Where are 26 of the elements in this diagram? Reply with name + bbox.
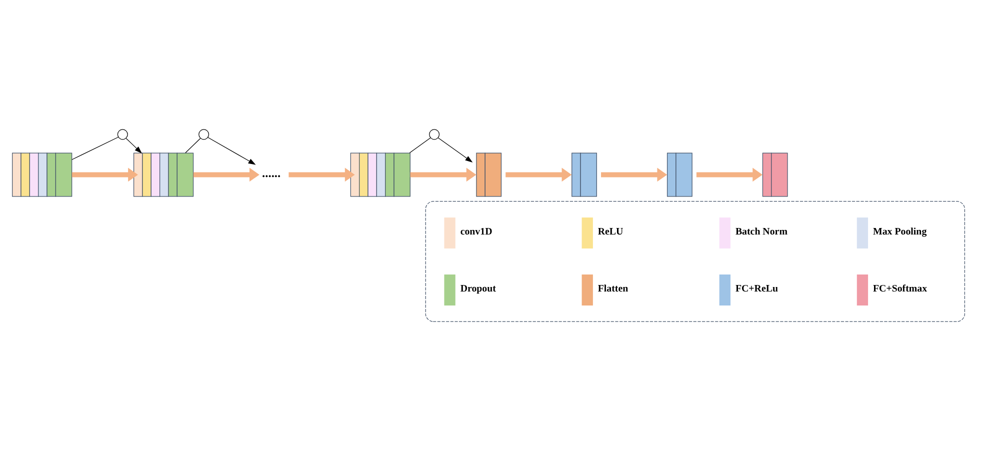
connector bbox=[185, 138, 201, 154]
connector bbox=[409, 137, 431, 154]
arrow bbox=[193, 168, 260, 182]
arrow bbox=[506, 168, 572, 182]
legend-label: ReLU bbox=[598, 226, 624, 238]
arrow bbox=[126, 138, 142, 154]
node-circle bbox=[198, 129, 210, 140]
arrow bbox=[410, 168, 476, 182]
legend-label: Batch Norm bbox=[735, 226, 788, 238]
node-box bbox=[425, 201, 966, 322]
legend-label: Max Pooling bbox=[873, 226, 927, 238]
arrow bbox=[601, 168, 668, 182]
arrow bbox=[208, 137, 256, 165]
node-circle bbox=[117, 129, 128, 140]
arrow bbox=[696, 168, 763, 182]
legend-label: conv1D bbox=[460, 226, 492, 238]
legend-label: FC+Softmax bbox=[873, 284, 928, 295]
node-text: ...... bbox=[262, 166, 281, 180]
arrow bbox=[72, 168, 138, 182]
arrow bbox=[438, 137, 473, 163]
connector bbox=[72, 136, 119, 160]
node-circle bbox=[429, 129, 440, 140]
legend-label: Dropout bbox=[460, 284, 496, 295]
arrow bbox=[288, 168, 355, 182]
legend-label: FC+ReLu bbox=[735, 284, 778, 295]
legend-label: Flatten bbox=[598, 284, 628, 295]
